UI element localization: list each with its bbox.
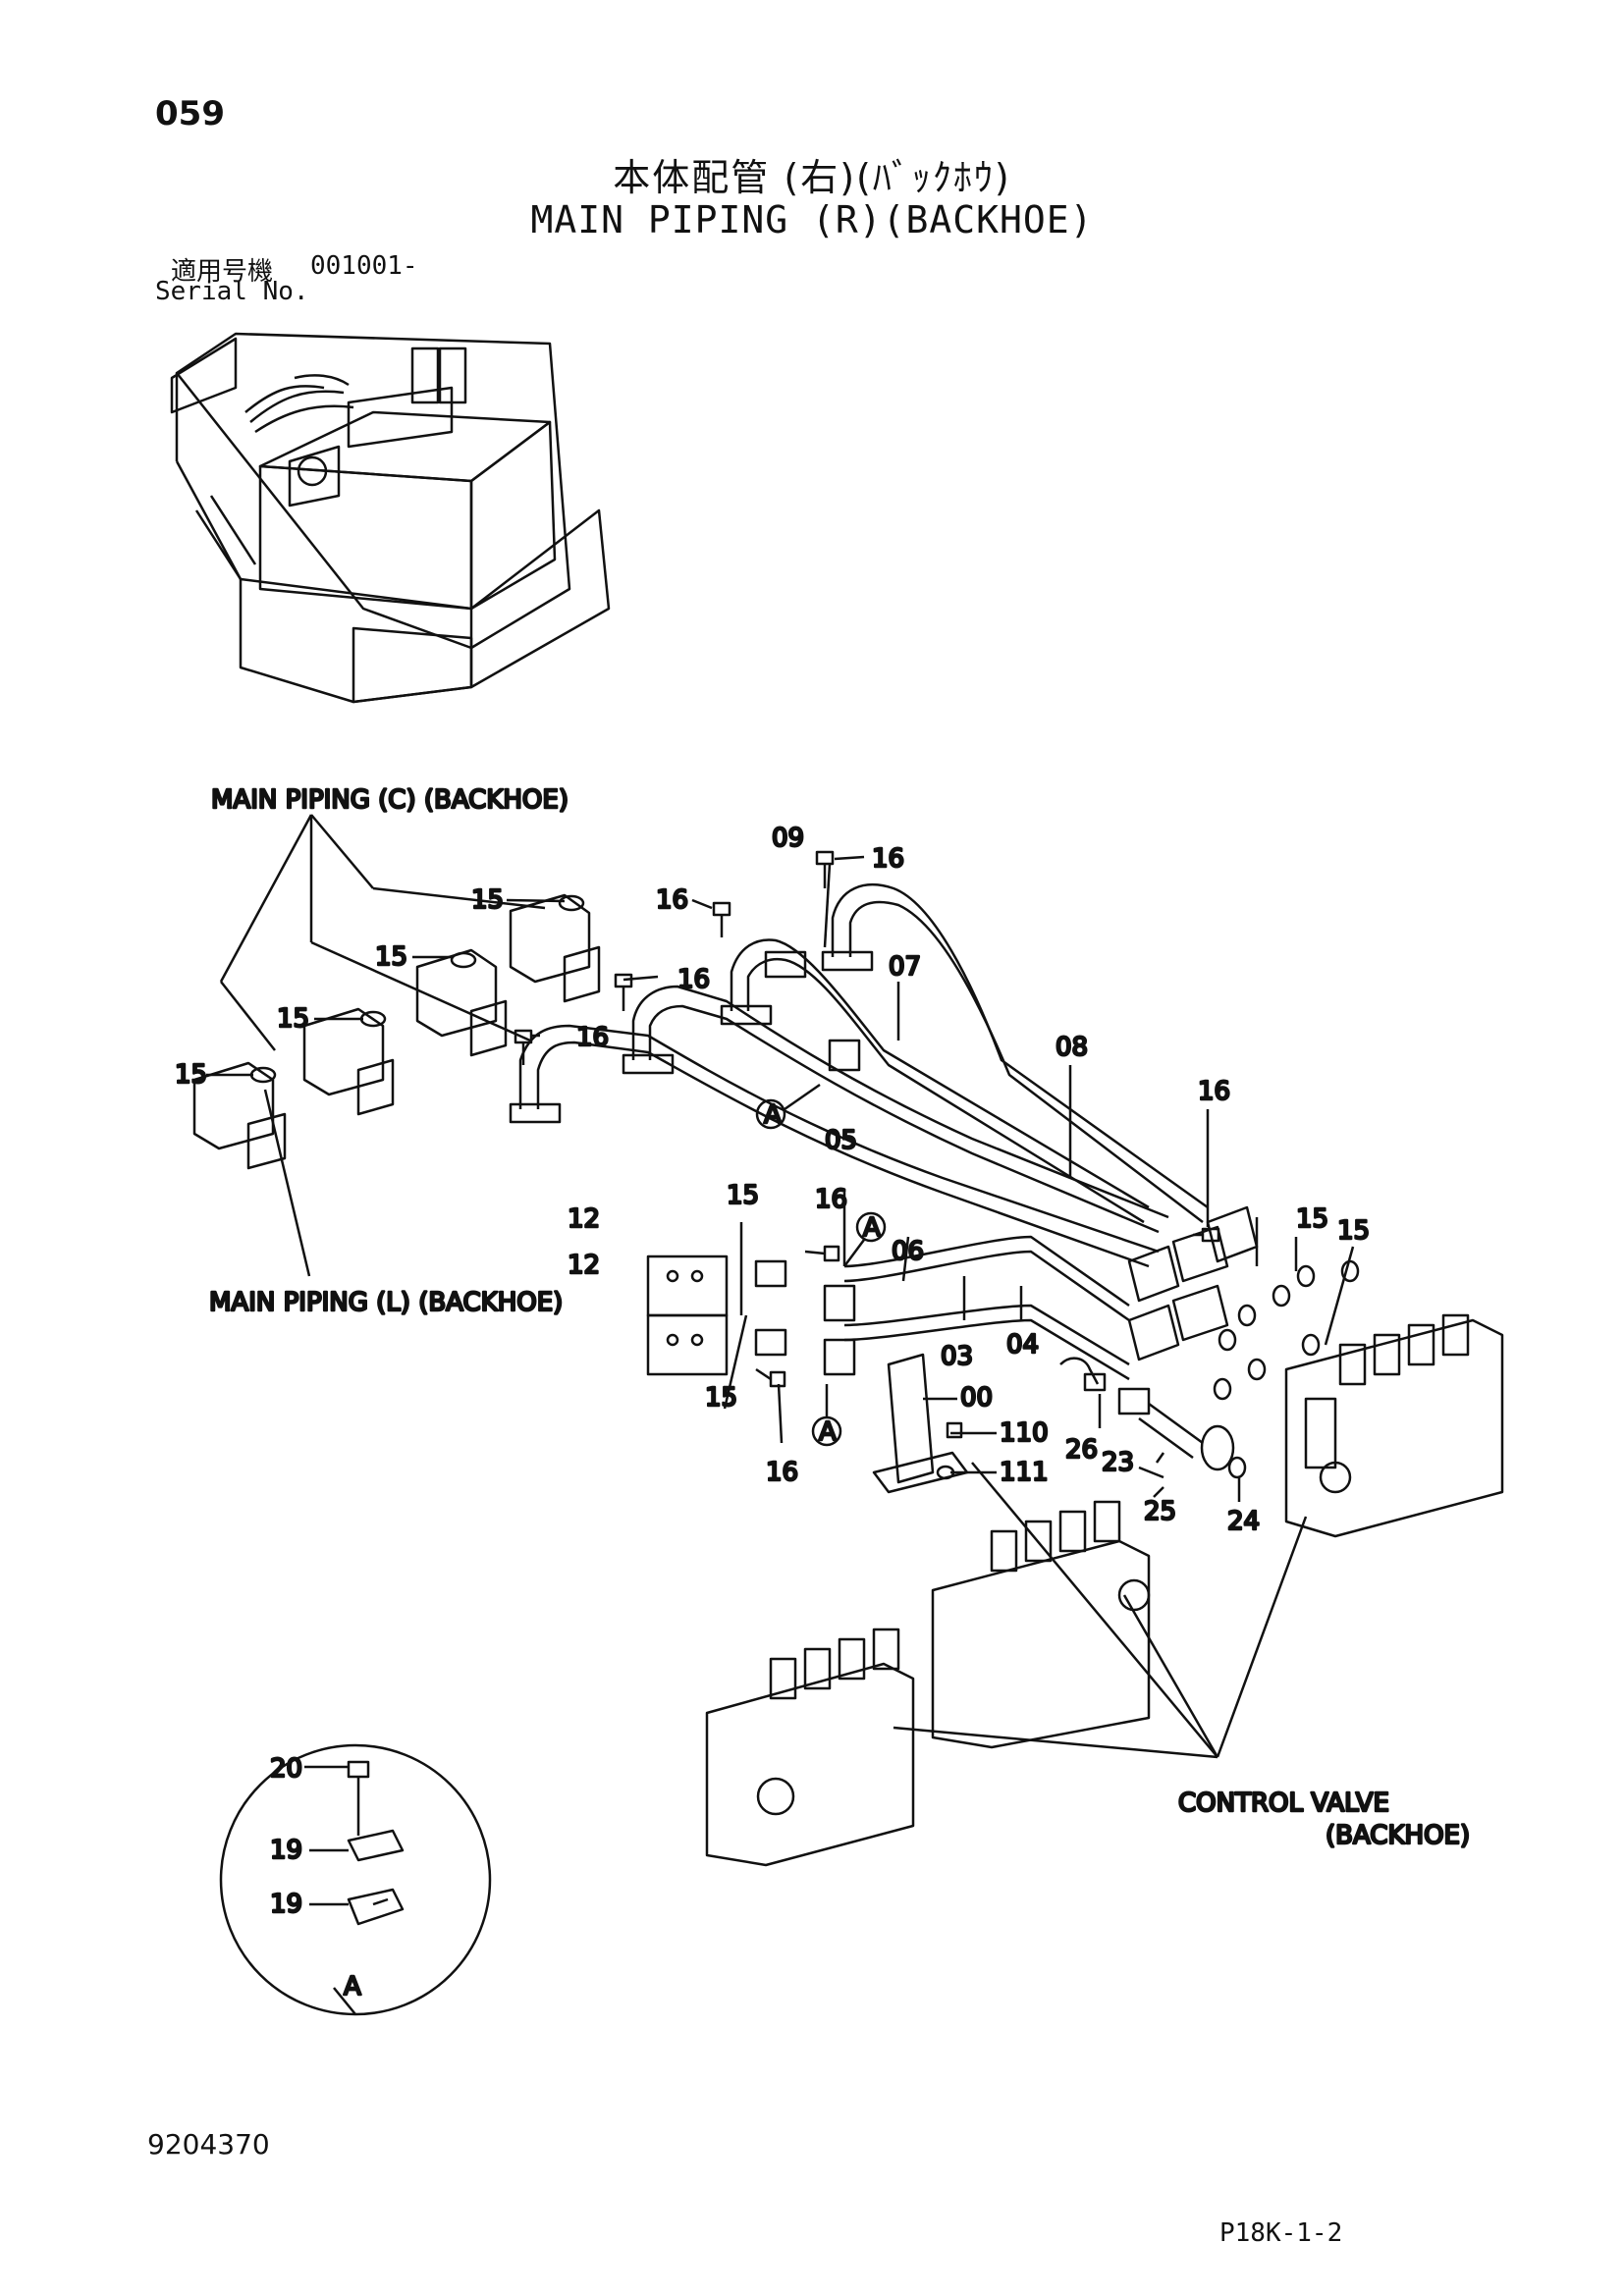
part-16: 16 xyxy=(766,1458,798,1487)
part-leaders xyxy=(206,855,1355,2015)
label-main-piping-c: MAIN PIPING (C) (BACKHOE) xyxy=(211,785,568,815)
marker-a-2: A xyxy=(863,1213,881,1243)
label-control-valve-sub: (BACKHOE) xyxy=(1326,1821,1470,1850)
part-07: 07 xyxy=(889,952,921,982)
control-valves xyxy=(705,1313,1504,1867)
callout-lines xyxy=(219,814,1308,1759)
machine-overview xyxy=(170,332,611,704)
part-26: 26 xyxy=(1065,1435,1098,1465)
part-15: 15 xyxy=(1337,1216,1370,1246)
part-16: 16 xyxy=(576,1023,609,1052)
part-16: 16 xyxy=(1198,1077,1230,1106)
part-08: 08 xyxy=(1056,1033,1088,1062)
part-12: 12 xyxy=(568,1251,600,1280)
part-111: 111 xyxy=(1000,1458,1049,1487)
part-16: 16 xyxy=(815,1185,847,1214)
page-number: 059 xyxy=(155,94,225,133)
part-09: 09 xyxy=(772,824,804,853)
part-25: 25 xyxy=(1144,1497,1176,1526)
label-main-piping-l: MAIN PIPING (L) (BACKHOE) xyxy=(209,1288,563,1317)
marker-a-1: A xyxy=(764,1100,782,1130)
title-japanese: 本体配管 (右)(ﾊﾞｯｸﾎｳ) xyxy=(613,156,1011,199)
part-15: 15 xyxy=(705,1383,737,1413)
main-pipes xyxy=(509,883,1209,1381)
part-23: 23 xyxy=(1102,1448,1134,1477)
part-05: 05 xyxy=(825,1126,857,1155)
part-15: 15 xyxy=(727,1181,759,1210)
label-control-valve: CONTROL VALVE xyxy=(1178,1789,1389,1818)
serial-label-english: Serial No. xyxy=(155,277,309,306)
page-code: P18K-1-2 xyxy=(1219,2218,1343,2248)
document-number: 9204370 xyxy=(147,2128,270,2161)
diagram-labels: MAIN PIPING (C) (BACKHOE) MAIN PIPING (L… xyxy=(174,784,1472,2003)
part-15: 15 xyxy=(471,885,504,915)
serial-value: 001001- xyxy=(310,251,418,281)
part-15: 15 xyxy=(375,942,407,972)
part-16: 16 xyxy=(656,885,688,915)
part-15: 15 xyxy=(175,1060,207,1090)
part-20: 20 xyxy=(270,1754,302,1784)
bolts xyxy=(514,850,1220,1479)
label-detail-a: A xyxy=(344,1972,361,2002)
flanges xyxy=(1127,1205,1360,1401)
part-12: 12 xyxy=(568,1204,600,1234)
marker-a-3: A xyxy=(819,1417,837,1447)
serial-label-japanese: 適用号機 xyxy=(171,257,274,287)
bracket-and-fittings xyxy=(872,1353,1247,1494)
part-06: 06 xyxy=(892,1237,924,1266)
section-markers xyxy=(755,1083,887,1447)
part-16: 16 xyxy=(872,844,904,874)
part-15: 15 xyxy=(277,1004,309,1034)
part-19: 19 xyxy=(270,1890,302,1919)
part-110: 110 xyxy=(1000,1418,1049,1448)
part-03: 03 xyxy=(941,1342,973,1371)
part-04: 04 xyxy=(1006,1330,1039,1360)
part-15: 15 xyxy=(1296,1204,1328,1234)
part-00: 00 xyxy=(960,1383,993,1413)
title-english: MAIN PIPING (R)(BACKHOE) xyxy=(530,198,1094,241)
part-16: 16 xyxy=(677,965,710,994)
piping-blocks xyxy=(192,893,729,1376)
part-19: 19 xyxy=(270,1836,302,1865)
part-24: 24 xyxy=(1227,1507,1260,1536)
